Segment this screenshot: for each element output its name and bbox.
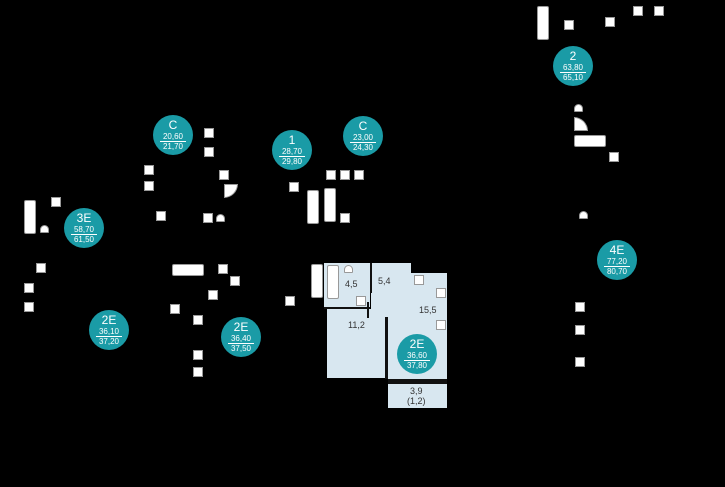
fridge-icon bbox=[326, 170, 336, 180]
toilet-icon bbox=[574, 104, 583, 112]
fridge-icon bbox=[436, 320, 446, 330]
washer-icon bbox=[170, 304, 180, 314]
sink-icon bbox=[354, 170, 364, 180]
stove-icon bbox=[144, 181, 154, 191]
bathtub-icon bbox=[537, 6, 549, 40]
washer-icon bbox=[51, 197, 61, 207]
area-bedroom: 11,2 bbox=[348, 320, 365, 330]
sink-icon bbox=[193, 315, 203, 325]
stove-icon bbox=[575, 325, 585, 335]
area-bathroom: 4,5 bbox=[345, 279, 358, 289]
shower-icon bbox=[224, 184, 238, 198]
sink-icon bbox=[344, 265, 353, 273]
area-kitchen-living: 15,5 bbox=[419, 305, 437, 315]
washer-icon bbox=[285, 296, 295, 306]
shower-icon bbox=[574, 117, 588, 131]
sink-icon bbox=[605, 17, 615, 27]
washer-icon bbox=[609, 152, 619, 162]
fridge-icon bbox=[204, 128, 214, 138]
wall bbox=[370, 263, 372, 293]
fridge-icon bbox=[575, 357, 585, 367]
stove-icon bbox=[218, 264, 228, 274]
sink-icon bbox=[230, 276, 240, 286]
washer-icon bbox=[564, 20, 574, 30]
sink-icon bbox=[575, 302, 585, 312]
stove-icon bbox=[24, 283, 34, 293]
fridge-icon bbox=[193, 367, 203, 377]
wall bbox=[367, 302, 369, 318]
fridge-icon bbox=[654, 6, 664, 16]
bathtub-icon bbox=[172, 264, 204, 276]
wall bbox=[385, 317, 388, 379]
wall bbox=[388, 379, 447, 384]
sink-icon bbox=[156, 211, 166, 221]
sink-icon bbox=[219, 170, 229, 180]
kitchen-sink-icon bbox=[436, 288, 446, 298]
washer-icon bbox=[203, 213, 213, 223]
stove-icon bbox=[193, 350, 203, 360]
fridge-icon bbox=[208, 290, 218, 300]
wall bbox=[324, 307, 370, 309]
stove-icon bbox=[633, 6, 643, 16]
bathtub-icon bbox=[24, 200, 36, 234]
stove-icon bbox=[414, 275, 424, 285]
bathtub-icon bbox=[324, 188, 336, 222]
fridge-icon bbox=[24, 302, 34, 312]
sink-icon bbox=[40, 225, 49, 233]
washer-icon bbox=[356, 296, 366, 306]
sink-icon bbox=[36, 263, 46, 273]
bathtub-icon bbox=[311, 264, 323, 298]
sink-icon bbox=[579, 211, 588, 219]
toilet-icon bbox=[216, 214, 225, 222]
bathtub-icon bbox=[574, 135, 606, 147]
bathtub-icon bbox=[307, 190, 319, 224]
area-balcony: 3,9 bbox=[410, 386, 423, 396]
area-balcony-reduced: (1,2) bbox=[407, 396, 426, 406]
area-hall: 5,4 bbox=[378, 276, 391, 286]
bathtub-icon bbox=[327, 265, 339, 299]
washer-icon bbox=[340, 213, 350, 223]
washer-icon bbox=[289, 182, 299, 192]
room-balcony bbox=[388, 384, 447, 408]
fridge-icon bbox=[144, 165, 154, 175]
stove-icon bbox=[204, 147, 214, 157]
room-bedroom bbox=[327, 309, 385, 378]
stove-icon bbox=[340, 170, 350, 180]
